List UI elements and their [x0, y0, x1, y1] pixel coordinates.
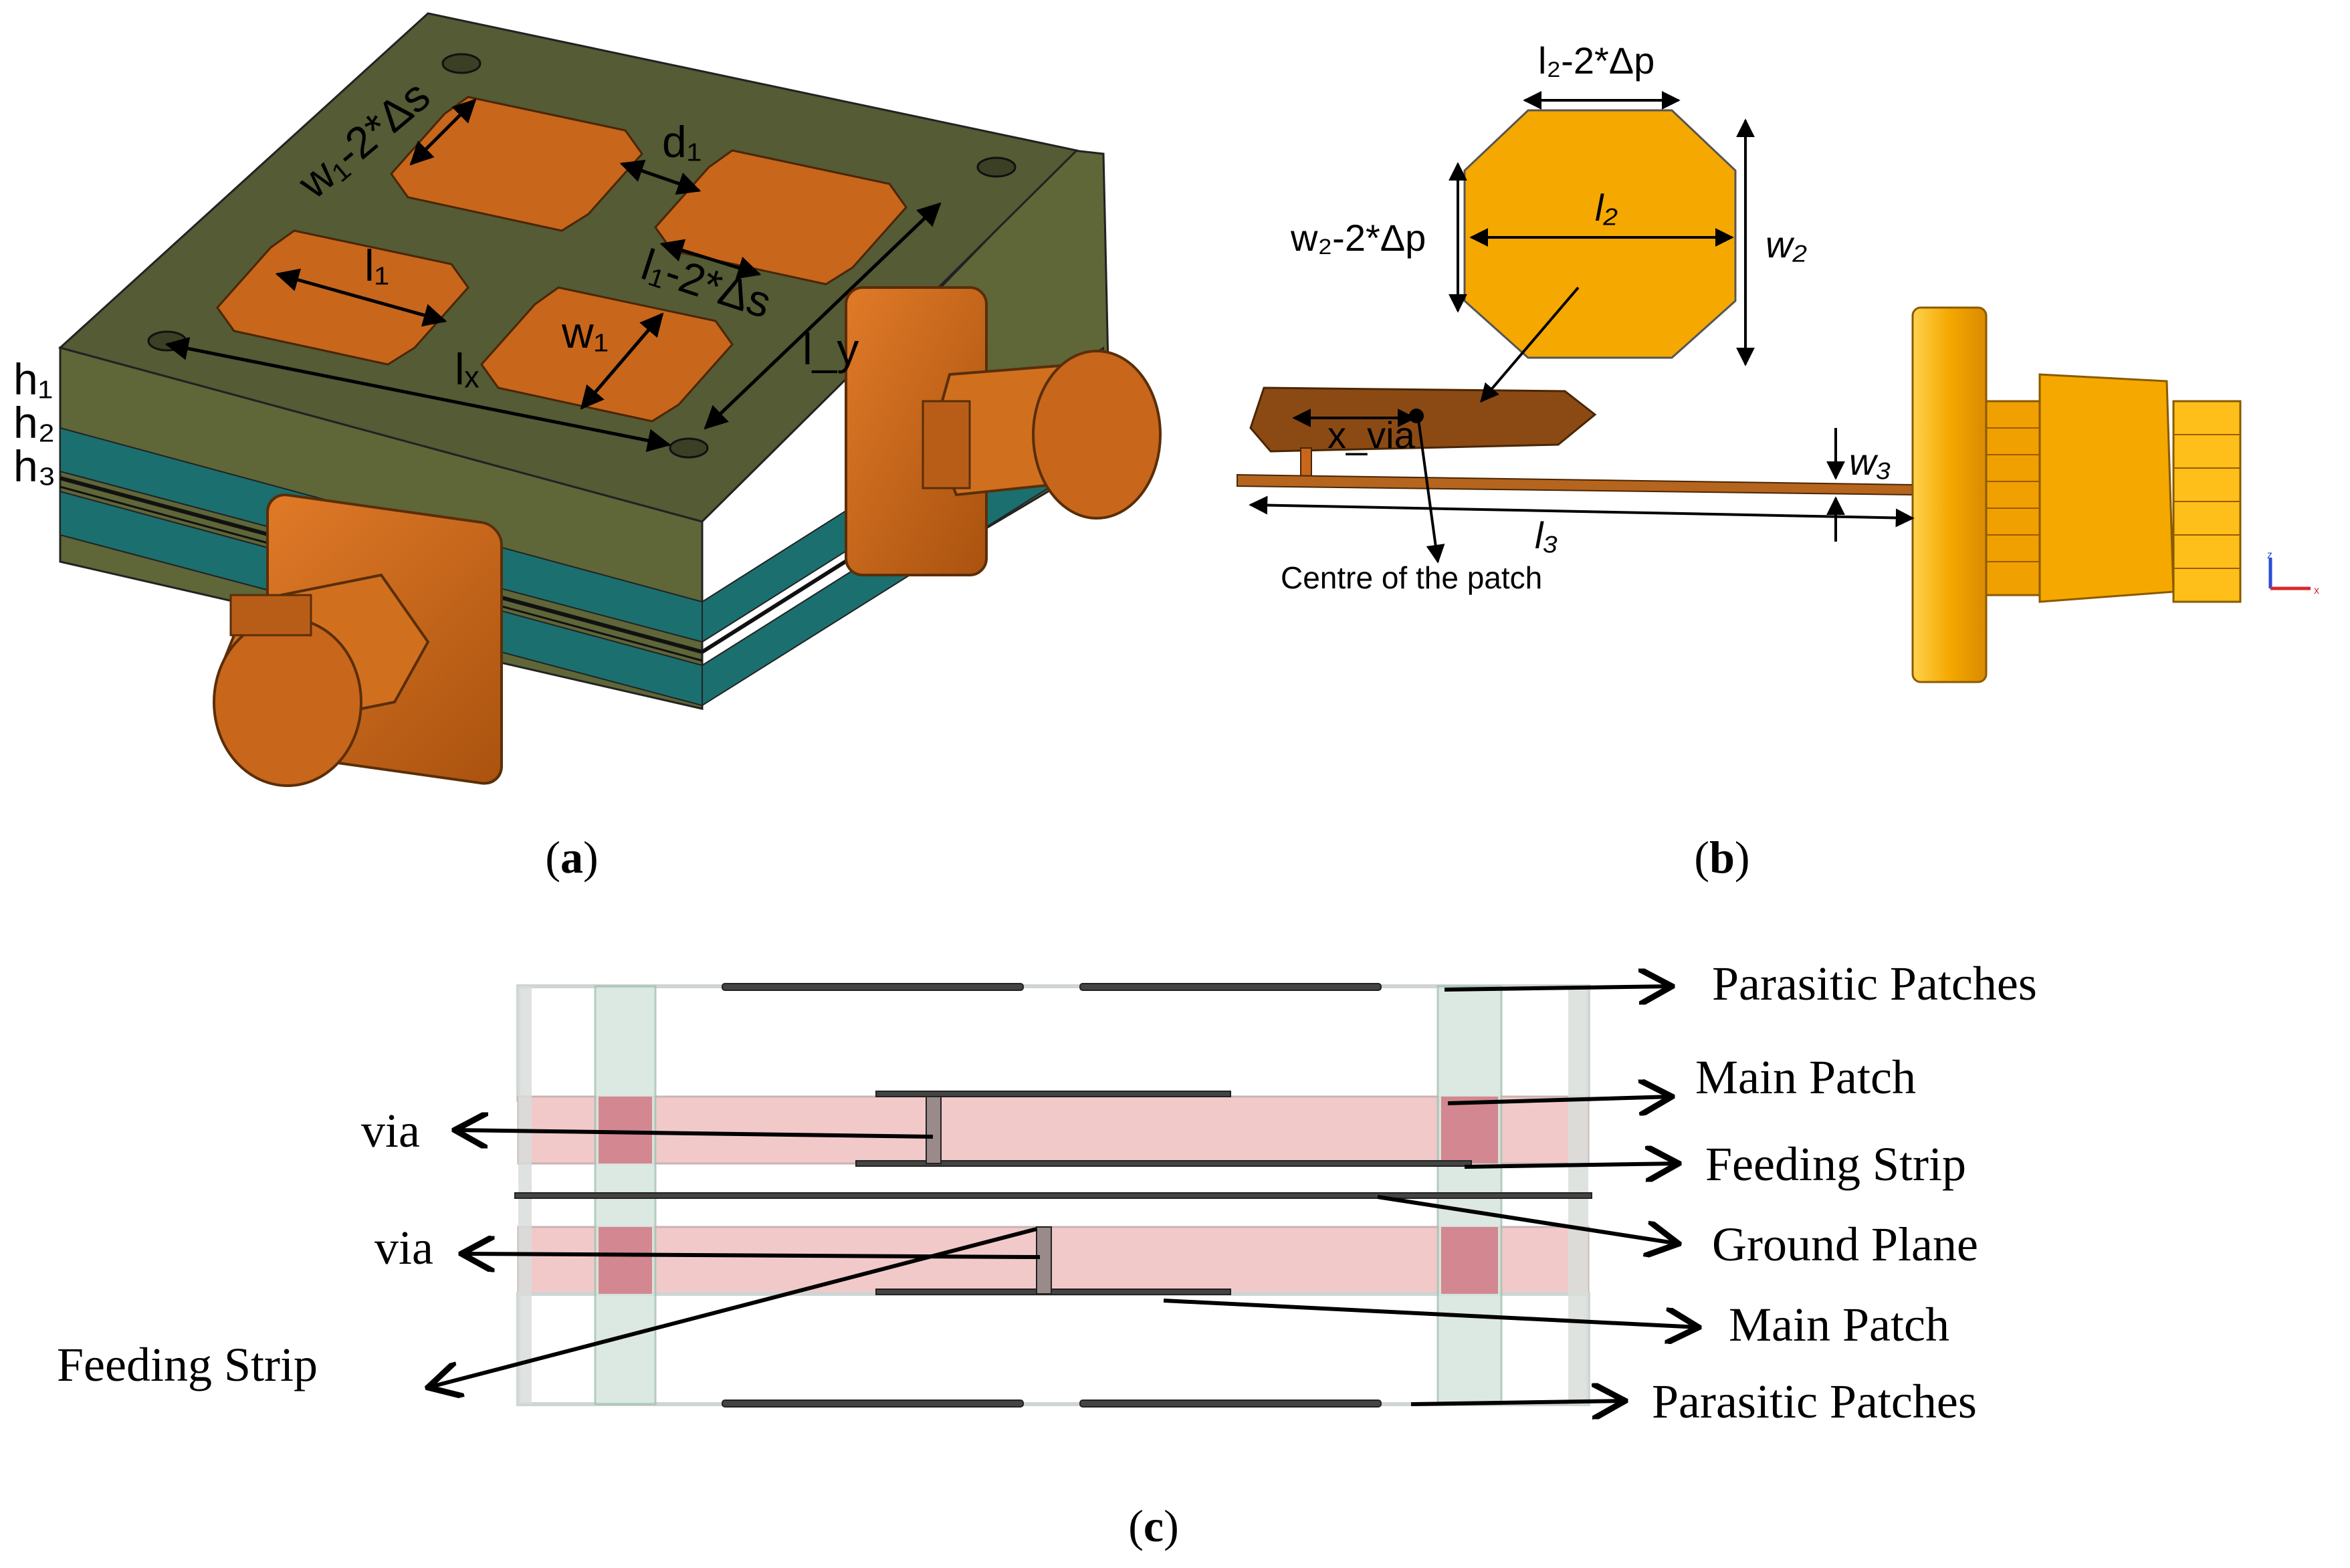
label-l2-minus: l₂-2*Δp: [1538, 39, 1654, 82]
panel-c-arrows: [428, 986, 1699, 1404]
bottom-parasitic-substrate: [516, 1292, 1590, 1406]
label-h3: h₃: [13, 441, 56, 491]
axis-x-label: x: [2314, 585, 2319, 596]
label-via-bottom: via: [375, 1221, 433, 1274]
label-via-top: via: [361, 1104, 420, 1157]
panel-c-labels: Parasitic Patches Main Patch Feeding Str…: [57, 957, 2037, 1428]
axes-triad: z x: [2267, 550, 2319, 596]
label-parasitic-bottom: Parasitic Patches: [1652, 1375, 1977, 1428]
panel-b-dimension-arrows: [1249, 91, 1915, 564]
label-main-patch-top: Main Patch: [1695, 1050, 1916, 1104]
octagonal-main-patch: [1463, 109, 1737, 359]
label-l1: l₁: [364, 241, 389, 290]
label-feeding-strip-right: Feeding Strip: [1705, 1137, 1966, 1191]
panel-b: z x l₂-2*Δp l₂ w₂-2*Δp w₂ x_via w₃ l₃ Ce…: [1237, 39, 2319, 883]
panel-c: Parasitic Patches Main Patch Feeding Str…: [57, 957, 2037, 1551]
label-centre-of-patch: Centre of the patch: [1281, 560, 1542, 595]
caption-b: (b): [1694, 832, 1749, 883]
label-ly: l_y: [803, 324, 859, 374]
panel-b-labels: l₂-2*Δp l₂ w₂-2*Δp w₂ x_via w₃ l₃ Centre…: [1281, 39, 1891, 595]
label-w2: w₂: [1766, 223, 1807, 265]
caption-c: (c): [1128, 1500, 1179, 1551]
connector-front: [213, 493, 503, 787]
label-w2-minus: w₂-2*Δp: [1290, 217, 1426, 259]
label-w1: w₁: [561, 308, 609, 357]
feeding-strip-side: [1237, 473, 1913, 496]
label-feeding-strip-left: Feeding Strip: [57, 1338, 318, 1391]
connector-side: [845, 286, 1162, 576]
metal-layers: [514, 983, 1592, 1408]
label-l3: l₃: [1535, 514, 1558, 556]
label-parasitic-top: Parasitic Patches: [1712, 957, 2037, 1010]
top-parasitic-substrate: [516, 984, 1590, 1102]
label-lx: lₓ: [455, 344, 479, 394]
top-pink-substrate: [517, 1095, 1590, 1165]
panel-a-dimension-arrows: [165, 98, 942, 452]
label-w3: w₃: [1849, 441, 1891, 483]
axis-z-label: z: [2267, 550, 2272, 561]
label-ground-plane: Ground Plane: [1712, 1218, 1978, 1271]
patch-centre-dot: [1409, 409, 1424, 423]
connector-b: [1911, 306, 2242, 683]
via-highlights: [599, 1097, 1498, 1294]
label-xvia: x_via: [1327, 414, 1416, 456]
label-h2: h₂: [13, 398, 55, 447]
label-d1: d₁: [662, 117, 702, 166]
label-l2: l₂: [1595, 187, 1618, 229]
panel-a: w₁-2*Δs d₁ l₁ l₁-2*Δs w₁ lₓ l_y h₁ h₂ h₃…: [13, 12, 1162, 883]
label-h1: h₁: [13, 354, 53, 404]
label-main-patch-bottom: Main Patch: [1729, 1298, 1949, 1351]
caption-a: (a): [545, 832, 598, 883]
bottom-pink-substrate: [517, 1226, 1590, 1295]
